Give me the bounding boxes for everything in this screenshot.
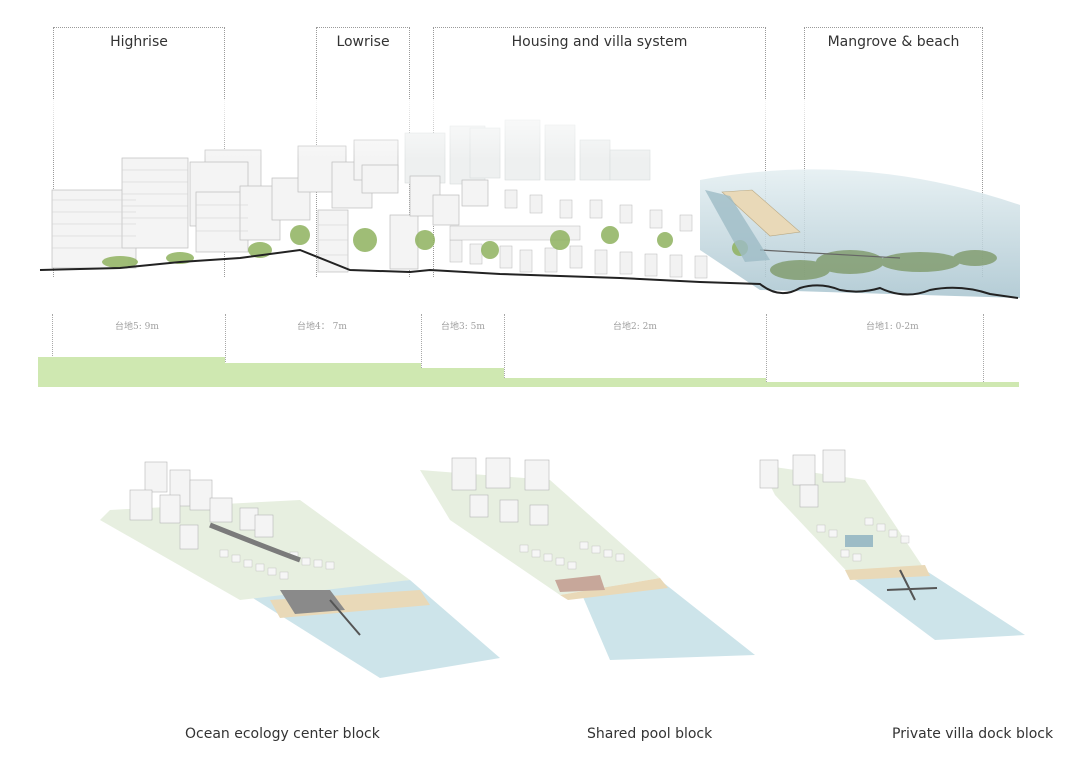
block-diagram-pool: [420, 457, 755, 660]
terrace-label-3: 台地3: 5m: [441, 322, 485, 332]
city-section-illustration: [39, 100, 1020, 299]
terrace-label-5: 台地5: 9m: [115, 322, 159, 332]
terrace-bar-1: [766, 382, 1019, 387]
beach-strip: [721, 189, 801, 237]
zone-title-highrise: Highrise: [110, 34, 168, 50]
terrace-label-4: 台地4： 7m: [297, 322, 347, 332]
facade-lines: [52, 169, 348, 256]
villa-blocks: [449, 189, 708, 279]
terrace-divider-5: [766, 314, 767, 386]
canal: [705, 190, 770, 262]
terrace-bar-3: [421, 368, 504, 387]
terrace-bar-5: [38, 357, 225, 387]
caption-private-villa-dock: Private villa dock block: [892, 726, 1054, 742]
terrace-divider-2: [225, 314, 226, 386]
zone-title-lowrise: Lowrise: [336, 34, 390, 50]
terrace-divider-1: [52, 314, 53, 386]
caption-ocean-ecology-center: Ocean ecology center block: [185, 726, 380, 742]
terrace-divider-3: [421, 314, 422, 386]
terrace-bar-4: [225, 363, 421, 387]
zone-title-mangrove: Mangrove & beach: [827, 34, 960, 50]
zone-title-housing: Housing and villa system: [511, 34, 688, 50]
caption-shared-pool: Shared pool block: [587, 726, 713, 742]
block-diagram-villa: [759, 449, 1025, 640]
terrace-bar-2: [504, 378, 766, 387]
boardwalk: [759, 249, 901, 259]
terrace-divider-4: [504, 314, 505, 386]
terrace-divider-6: [983, 314, 984, 386]
terrace-label-2: 台地2: 2m: [613, 322, 657, 332]
terrace-label-1: 台地1: 0-2m: [866, 322, 919, 332]
ground-line: [39, 248, 1019, 299]
block-diagram-ocean: [90, 461, 500, 680]
